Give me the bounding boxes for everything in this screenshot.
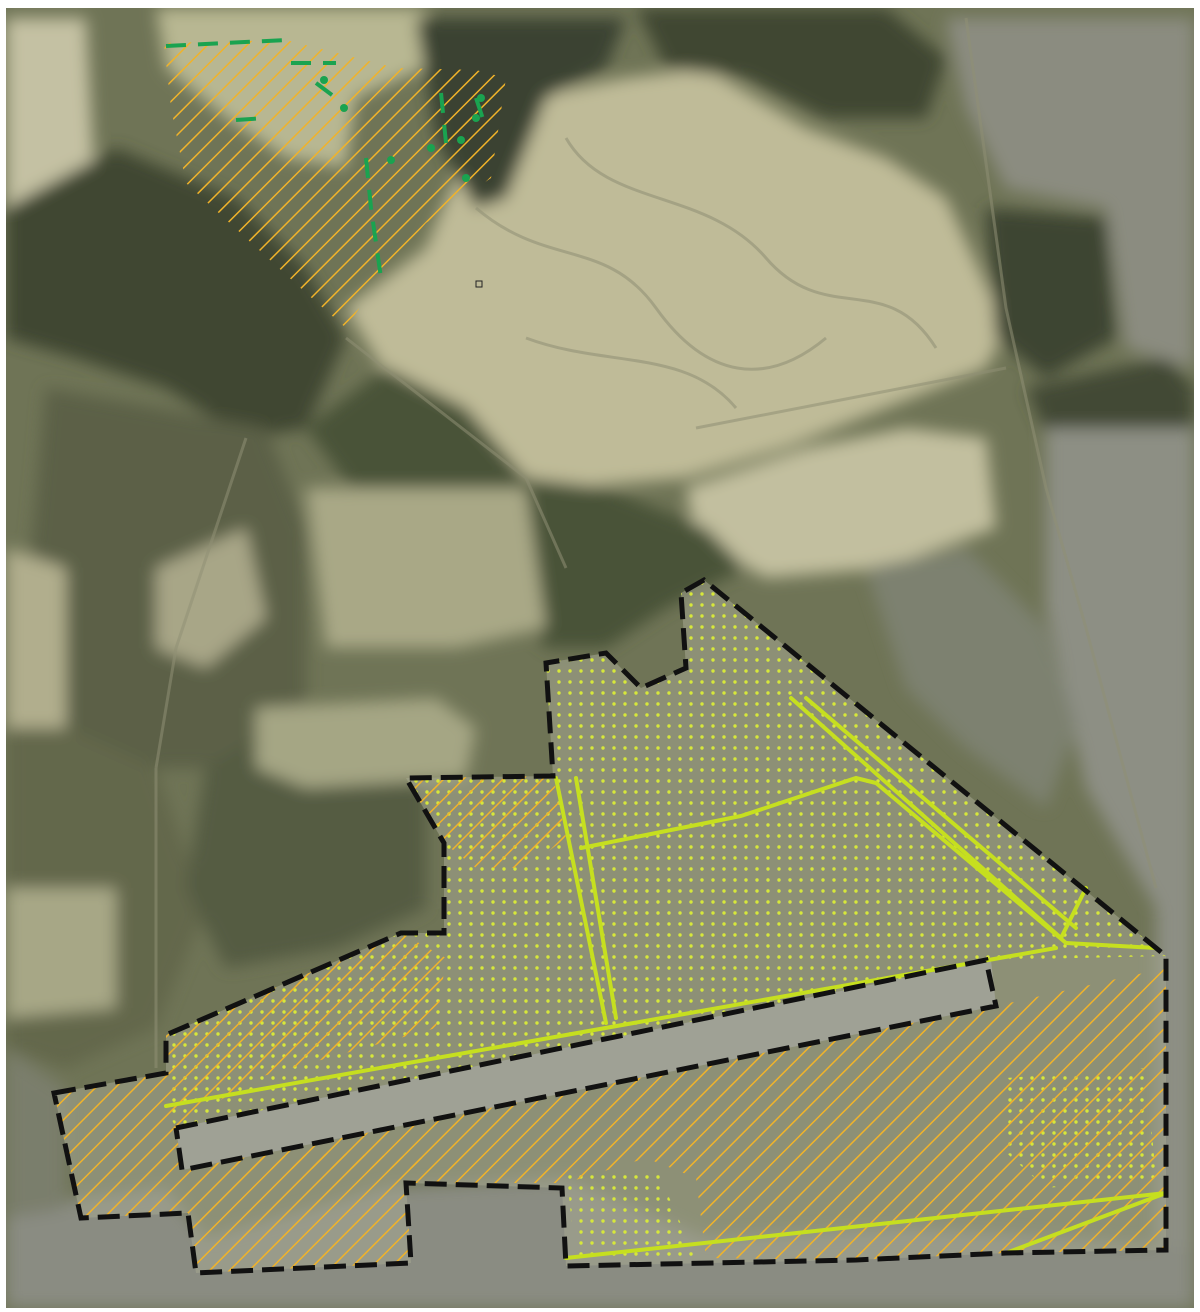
hatch-zone-south [182, 968, 1166, 1260]
runway-boundary [173, 957, 999, 1173]
aerial-map [6, 8, 1194, 1308]
hatch-zone-northwest-field [164, 40, 506, 328]
green-dashed-lines [165, 38, 488, 279]
green-dots [320, 76, 485, 182]
lime-road-lines [164, 696, 1168, 1260]
dotted-zone-south-mid [566, 1168, 696, 1263]
hatch-zone-west [54, 933, 446, 1273]
small-marker-square [475, 280, 483, 288]
terrain-tracks [154, 17, 1158, 1068]
airfield-boundary [51, 576, 1169, 1276]
hatch-zone-north-center [406, 776, 566, 868]
